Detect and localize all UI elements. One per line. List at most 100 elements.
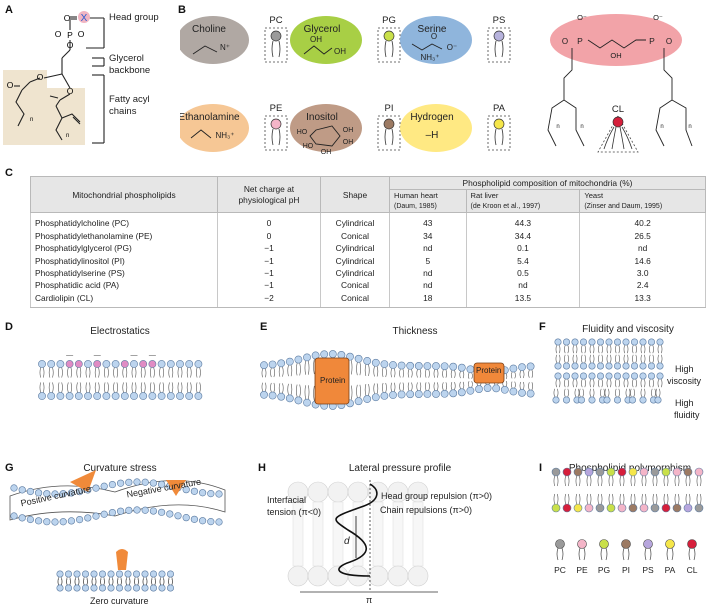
lipid-head xyxy=(518,388,526,397)
lipid-tail xyxy=(564,345,569,354)
cl-o-minus: O⁻ xyxy=(577,13,587,22)
charge-mark: — xyxy=(149,352,156,359)
lipid-head xyxy=(207,518,215,526)
headgroup-pi-ellipse xyxy=(290,104,362,152)
lipid-tail xyxy=(511,381,516,389)
panel-label-e: E xyxy=(260,321,268,333)
lipid-head xyxy=(606,467,616,477)
lipid-head xyxy=(647,372,655,380)
lipid-head xyxy=(661,467,671,477)
lipid-tail xyxy=(459,371,465,379)
lipid-head xyxy=(414,362,423,370)
lipid-head xyxy=(573,503,583,513)
lipid-tail xyxy=(122,382,128,393)
cl-o: O xyxy=(666,37,672,46)
lipid-head xyxy=(500,385,509,394)
lipid-tail xyxy=(76,382,82,393)
lipid-tail xyxy=(48,367,54,378)
lipid-head xyxy=(124,570,132,578)
lipid-abbr-pa: PA xyxy=(493,103,506,114)
lipid-tail xyxy=(674,475,680,487)
lipid-head xyxy=(74,360,83,368)
lipid-tail xyxy=(74,578,80,585)
lipid-tail xyxy=(630,493,636,505)
lipid-head xyxy=(423,390,432,398)
lipid-tail xyxy=(572,345,578,354)
lipid-tail xyxy=(76,367,82,378)
table-cell: Phosphatidylethanolamine (PE) xyxy=(30,229,218,243)
lipid-head xyxy=(166,392,175,400)
headgroup-x-marker xyxy=(78,11,90,23)
lipid-tail xyxy=(528,369,533,378)
lipid-head xyxy=(595,467,605,477)
lipid-tail xyxy=(604,388,610,397)
lipid-tail xyxy=(459,381,465,389)
lipid-tail xyxy=(442,369,447,378)
lipid-tail xyxy=(606,345,612,354)
lipid-head xyxy=(579,372,587,380)
panel-label-f: F xyxy=(539,321,546,333)
lipid-tail xyxy=(511,371,516,379)
panel-label-b: B xyxy=(178,4,186,16)
lipid-head xyxy=(124,584,132,592)
legend-tail xyxy=(644,547,652,561)
lipid-tail xyxy=(657,354,663,363)
lipid-head xyxy=(111,360,120,368)
lipid-head xyxy=(380,360,389,369)
lipid-tail xyxy=(450,370,456,378)
lipid-head xyxy=(108,480,116,489)
lipid-head xyxy=(56,584,64,592)
lipid-head xyxy=(672,503,682,513)
lipid-tail xyxy=(572,379,578,388)
lipid-head xyxy=(194,360,203,368)
legend-head-pa xyxy=(665,539,675,549)
protein-label-thin: Protein xyxy=(476,366,502,375)
charge-mark: — xyxy=(66,352,73,359)
cl-o: O xyxy=(562,37,568,46)
label-d: d xyxy=(344,536,350,547)
cl-chain xyxy=(671,99,693,147)
lipid-tail xyxy=(150,367,155,378)
lipid-tails xyxy=(494,40,504,58)
label-pi-axis: π xyxy=(366,595,373,605)
lipid-head xyxy=(639,467,649,477)
lipid-tail xyxy=(581,379,586,388)
lipid-head xyxy=(571,338,579,346)
lipid-head xyxy=(579,338,587,346)
lipid-tail xyxy=(555,379,561,388)
lipid-head xyxy=(672,467,682,477)
lipid-head xyxy=(73,570,81,578)
faded-head xyxy=(327,565,349,587)
lipid-head xyxy=(47,392,56,400)
lipid-head xyxy=(139,360,148,368)
lipid-head xyxy=(116,479,125,487)
serine-o: O xyxy=(431,32,437,41)
table-cell: Phosphatidylglycerol (PG) xyxy=(30,242,218,255)
lipid-head xyxy=(74,392,83,400)
lipid-tail xyxy=(159,578,165,585)
cl-chain xyxy=(655,48,673,147)
table-cell: 3.0 xyxy=(579,267,706,280)
lipid-head xyxy=(605,338,613,346)
glycerol-bond xyxy=(303,45,333,55)
lipid-tail xyxy=(589,345,595,354)
table-cell: 34 xyxy=(389,229,467,243)
lipid-tail xyxy=(425,369,430,378)
lipid-tails xyxy=(603,126,633,150)
lipid-tail xyxy=(564,388,569,397)
positive-curvature-lipid xyxy=(70,470,96,492)
lipid-head xyxy=(683,467,693,477)
lipid-head xyxy=(149,507,157,515)
lipid-tail xyxy=(113,367,118,378)
lipid-tails xyxy=(271,128,281,146)
lipid-head xyxy=(215,490,223,498)
headgroup-pa-ellipse xyxy=(400,104,472,152)
cl-n: n xyxy=(580,124,583,130)
label-chain-repulsions: Chain repulsions (π>0) xyxy=(380,505,473,515)
lipid-tail xyxy=(630,388,635,397)
